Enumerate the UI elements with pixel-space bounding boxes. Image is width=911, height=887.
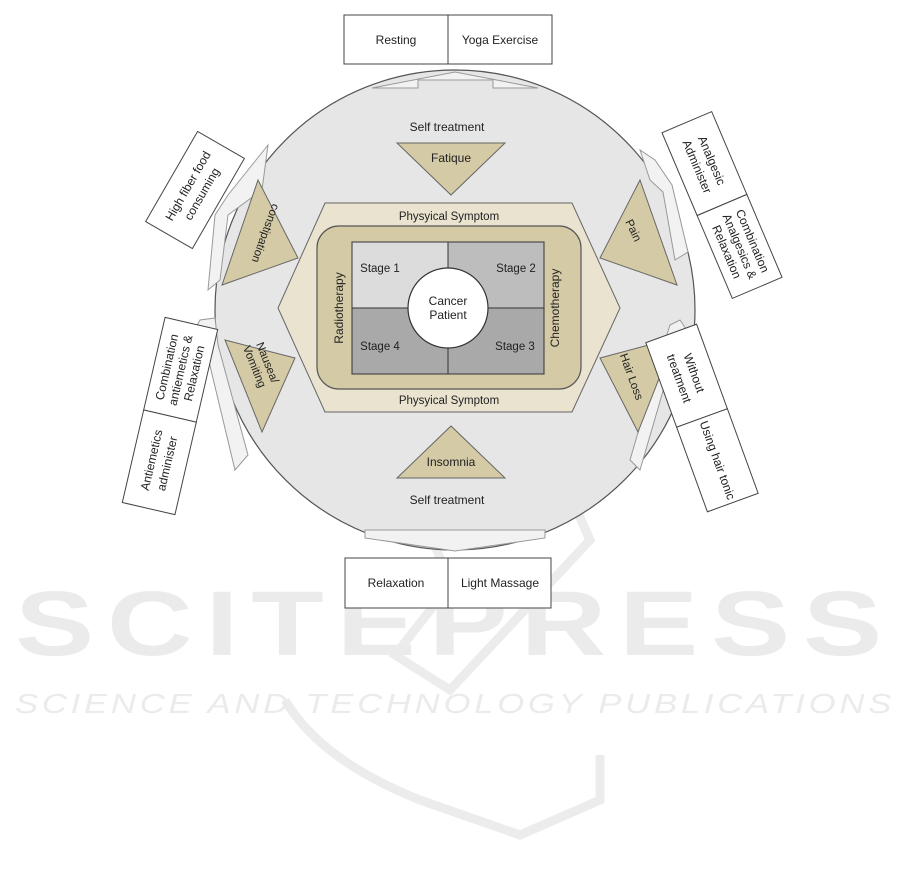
watermark-tagline: SCIENCE AND TECHNOLOGY PUBLICATIONS (15, 688, 895, 719)
stage-2-label: Stage 2 (496, 263, 536, 275)
arrow-bottom (364, 529, 546, 552)
symptom-triangle-upper-right (599, 178, 678, 286)
treatment-light-massage: Light Massage (461, 576, 539, 590)
symptom-triangle-top (395, 142, 507, 196)
symptom-triangle-lower-left (224, 339, 296, 434)
self-treatment-top: Self treatment (410, 120, 485, 134)
cancer-patient-label-line2: Patient (429, 308, 467, 322)
symptom-triangle-bottom (395, 425, 507, 479)
cancer-patient-circle (407, 267, 489, 349)
arrow-top (371, 71, 539, 89)
radiotherapy-label: Radiotherapy (332, 272, 346, 343)
symptom-triangle-upper-left (221, 178, 299, 286)
symptom-insomnia: Insomnia (427, 455, 476, 469)
treatment-yoga: Yoga Exercise (462, 33, 539, 47)
stage-3-label: Stage 3 (495, 341, 535, 353)
self-treatment-bottom: Self treatment (410, 493, 485, 507)
treatment-box-lower-left: Antiemetics administer Combination antie… (121, 316, 219, 516)
treatment-box-upper-left: High fiber food consuming (144, 130, 246, 250)
physical-symptom-label-bottom: Physyical Symptom (399, 395, 499, 407)
treatment-relaxation: Relaxation (368, 576, 425, 590)
watermark-logo-swoosh (281, 697, 605, 840)
cancer-patient-label-line1: Cancer (429, 294, 468, 308)
arrow-upper-right (639, 148, 689, 261)
arrows (189, 71, 691, 552)
treatment-box-top: Resting Yoga Exercise (343, 14, 553, 65)
physical-symptom-label-top: Physyical Symptom (399, 211, 499, 223)
stage-4-label: Stage 4 (360, 341, 400, 353)
stage-1-label: Stage 1 (360, 263, 400, 275)
chemotherapy-label: Chemotherapy (548, 269, 562, 348)
treatment-resting: Resting (376, 33, 417, 47)
symptom-fatique: Fatique (431, 151, 471, 165)
treatment-box-bottom: Relaxation Light Massage (344, 557, 552, 609)
treatment-box-upper-right: Analgesic Administer Combination Analges… (661, 110, 783, 300)
treatment-box-lower-right: Without treatment Using hair tonic (645, 323, 759, 513)
